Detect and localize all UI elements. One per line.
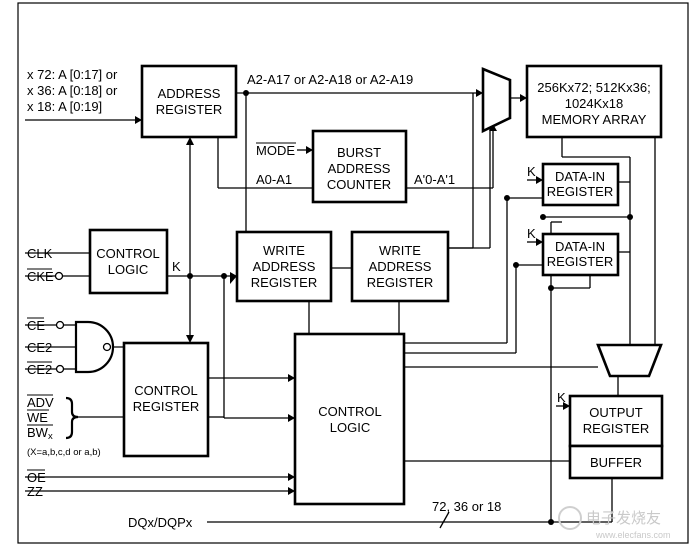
write-address-register-2-block — [350, 230, 450, 303]
watermark: 电子发烧友 www.elecfans.com — [558, 506, 671, 540]
arrowheads — [135, 89, 570, 495]
watermark-text: 电子发烧友 — [586, 510, 661, 527]
a0-a1-label: A0-A1 — [256, 172, 292, 187]
control-register-block — [122, 341, 210, 458]
ce-label: CE — [27, 318, 45, 333]
junction-dots — [187, 90, 633, 525]
address-register-block — [140, 64, 238, 139]
memory-array-block — [525, 64, 663, 139]
output-sense-mux — [596, 343, 663, 378]
addr-input-label-x72: x 72: A [0:17] or — [27, 67, 118, 82]
bw-label: BWx — [27, 425, 53, 442]
adv-label: ADV — [27, 395, 54, 410]
k-main-label: K — [172, 259, 181, 274]
control-logic-main-block — [293, 332, 406, 506]
we-label: WE — [27, 410, 48, 425]
addr-input-label-x36: x 36: A [0:18] or — [27, 83, 118, 98]
ce2-label: CE2 — [27, 340, 52, 355]
outer-frame — [17, 2, 689, 544]
ce2-bar-label: CE2 — [27, 362, 52, 377]
clk-label: CLK — [27, 246, 53, 261]
bw-note: (X=a,b,c,d or a,b) — [27, 447, 101, 458]
buffer-block — [568, 444, 664, 480]
input-brace — [65, 396, 79, 440]
k-data-in-2-label: K — [527, 226, 536, 241]
wires — [25, 92, 656, 529]
a0-a1-prime-label: A'0-A'1 — [414, 172, 455, 187]
k-data-in-1-label: K — [527, 164, 536, 179]
control-logic-small-block — [88, 228, 169, 295]
watermark-url: www.elecfans.com — [595, 530, 671, 540]
chip-enable-and-gate — [55, 320, 115, 374]
cke-label: CKE — [27, 269, 54, 284]
mode-label: MODE — [256, 143, 295, 158]
data-in-register-1-block — [541, 162, 620, 207]
address-mux — [481, 67, 512, 134]
k-output-label: K — [557, 390, 566, 405]
buffer-label: BUFFER — [590, 455, 642, 470]
dq-label: DQx/DQPx — [128, 515, 193, 530]
addr-input-label-x18: x 18: A [0:19] — [27, 99, 102, 114]
zz-label: ZZ — [27, 484, 43, 499]
cke-inverter-bubble — [54, 271, 64, 281]
bus-width-label: 72, 36 or 18 — [432, 499, 501, 514]
write-address-register-1-block — [235, 230, 333, 303]
address-bus-label: A2-A17 or A2-A18 or A2-A19 — [247, 72, 413, 87]
data-in-register-2-block — [541, 232, 620, 277]
oe-label: OE — [27, 470, 46, 485]
burst-counter-block — [311, 129, 408, 204]
